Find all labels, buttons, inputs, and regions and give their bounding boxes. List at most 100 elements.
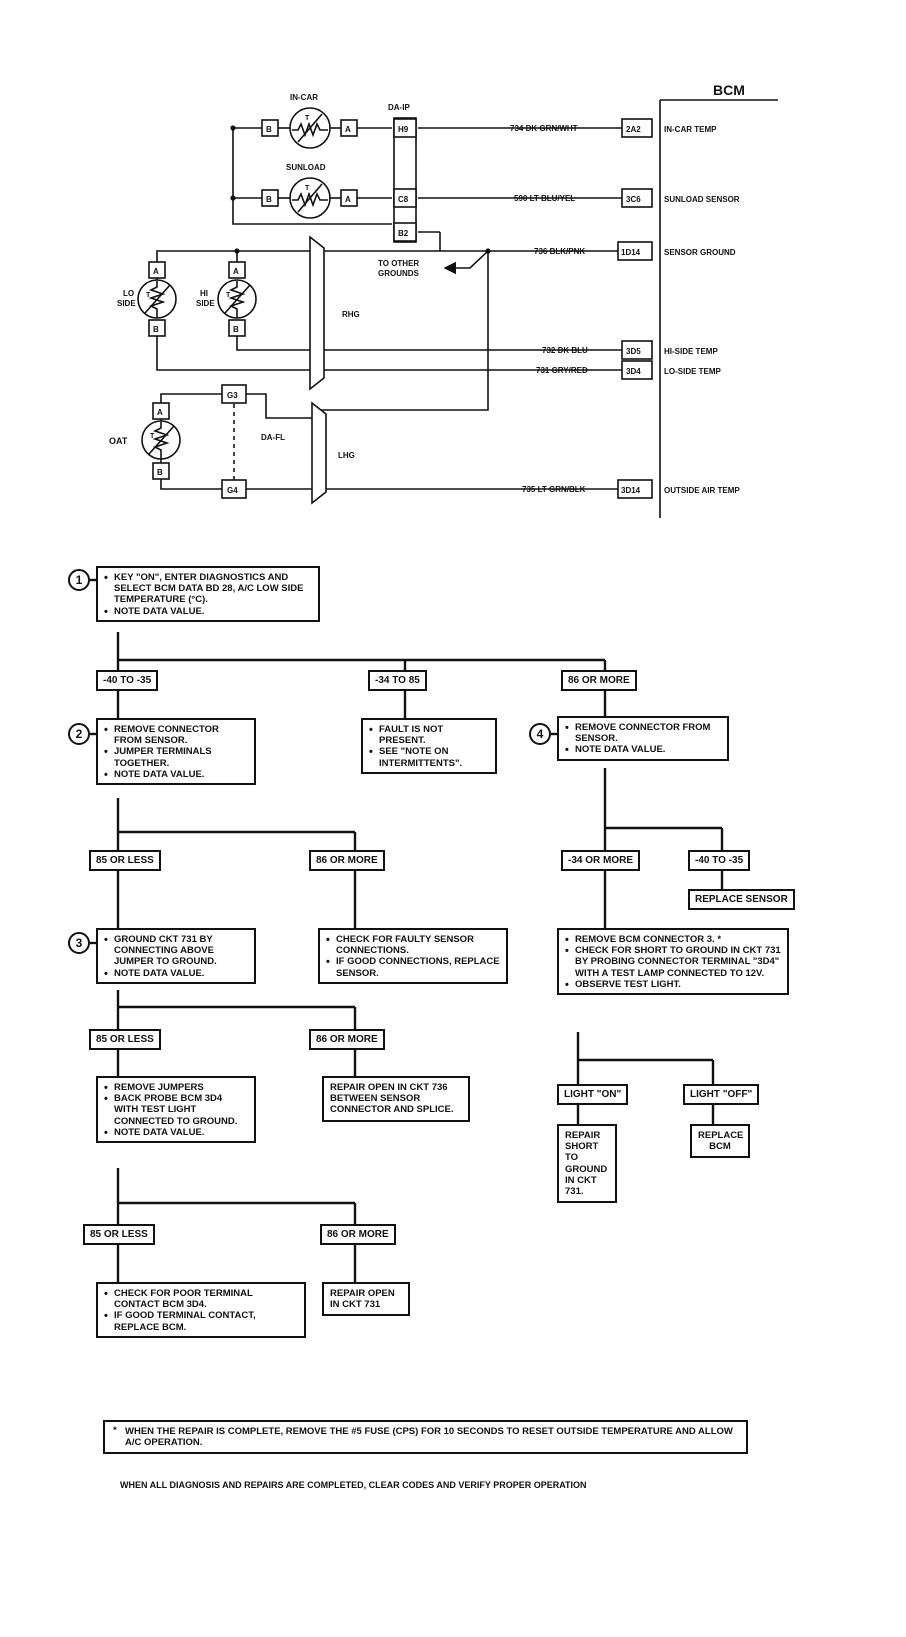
check-faulty-instruction: CHECK FOR FAULTY SENSOR CONNECTIONS.: [326, 934, 501, 956]
step-4-instruction: NOTE DATA VALUE.: [565, 744, 722, 757]
step-4-box: REMOVE CONNECTOR FROM SENSOR. NOTE DATA …: [557, 716, 729, 761]
function-label-ground: SENSOR GROUND: [664, 248, 736, 257]
pin-hiside-b: [228, 319, 246, 337]
footnote-box: * WHEN THE REPAIR IS COMPLETE, REMOVE TH…: [103, 1420, 748, 1455]
check-poor-contact-box: CHECK FOR POOR TERMINAL CONTACT BCM 3D4.…: [96, 1282, 306, 1338]
wire-ground-trunk: [312, 251, 489, 411]
connector-b2: [393, 222, 417, 242]
step-4-marker: 4: [529, 723, 551, 745]
connector-c8: [393, 188, 417, 208]
wire-label-734: 734 DK GRN/WHT: [510, 124, 578, 133]
pin-hiside-a: [228, 261, 246, 279]
check-faulty-instruction: IF GOOD CONNECTIONS, REPLACE SENSOR.: [326, 956, 501, 978]
range-85-or-less-box-3: 85 OR LESS: [83, 1224, 155, 1245]
pin-a: A: [157, 408, 163, 417]
fault-note: FAULT IS NOT PRESENT.: [369, 724, 490, 746]
check-poor-instruction: CHECK FOR POOR TERMINAL CONTACT BCM 3D4.: [104, 1288, 299, 1310]
wire-oat-b: [160, 477, 222, 490]
remove-bcm-instruction: OBSERVE TEST LIGHT.: [565, 979, 782, 992]
wire-label-731: 731 GRY/RED: [536, 366, 588, 375]
step-1-instruction: NOTE DATA VALUE.: [104, 606, 313, 619]
wire-oat-a: [160, 393, 222, 405]
bcm-label: BCM: [713, 82, 745, 98]
connector-dafl-label: DA-FL: [261, 433, 285, 442]
remove-jumpers-instruction: BACK PROBE BCM 3D4 WITH TEST LIGHT CONNE…: [104, 1093, 249, 1127]
wire-731: [156, 328, 622, 371]
step-3-instruction: NOTE DATA VALUE.: [104, 968, 249, 981]
connector-g4-label: G4: [227, 486, 238, 495]
sensor-hiside-label-2: SIDE: [196, 299, 215, 308]
range-mid-box: -34 TO 85: [368, 670, 427, 691]
remove-jumpers-instruction: NOTE DATA VALUE.: [104, 1127, 249, 1140]
connector-daip-label: DA-IP: [388, 103, 410, 112]
remove-jumpers-box: REMOVE JUMPERS BACK PROBE BCM 3D4 WITH T…: [96, 1076, 256, 1144]
step-2-box: REMOVE CONNECTOR FROM SENSOR. JUMPER TER…: [96, 718, 256, 786]
step-1-box: KEY "ON", ENTER DIAGNOSTICS AND SELECT B…: [96, 566, 320, 622]
function-label-sunload: SUNLOAD SENSOR: [664, 195, 740, 204]
connector-lhg-label: LHG: [338, 451, 355, 460]
wire-g3-ground: [246, 393, 312, 419]
step-2-instruction: REMOVE CONNECTOR FROM SENSOR.: [104, 724, 249, 746]
connector-g3: [221, 384, 247, 404]
terminal-label-3d4: 3D4: [626, 367, 641, 376]
range-40-to-35-box: -40 TO -35: [688, 850, 751, 871]
pin-a: A: [153, 267, 159, 276]
connector-rhg-label: RHG: [342, 310, 360, 319]
range-high-box: 86 OR MORE: [561, 670, 637, 691]
bcm-terminal-3c6: [621, 188, 653, 208]
pin-b: B: [266, 195, 272, 204]
wire-label-590: 590 LT BLU/YEL: [514, 194, 575, 203]
connector-rhg-body: [309, 235, 325, 391]
sensor-loside-label-2: SIDE: [117, 299, 136, 308]
connector-h9: [393, 118, 417, 138]
connector-b2-label: B2: [398, 229, 409, 238]
pin-a: A: [345, 195, 351, 204]
to-other-grounds-2: GROUNDS: [378, 269, 420, 278]
remove-jumpers-instruction: REMOVE JUMPERS: [104, 1082, 249, 1095]
remove-bcm-connector-box: REMOVE BCM CONNECTOR 3. * CHECK FOR SHOR…: [557, 928, 789, 996]
range-low-box: -40 TO -35: [96, 670, 159, 691]
bcm-terminal-3d4: [621, 360, 653, 380]
step-2-marker: 2: [68, 723, 90, 745]
sensor-loside-label-1: LO: [123, 289, 134, 298]
light-on-box: LIGHT "ON": [557, 1084, 629, 1105]
repair-open-731-box: REPAIR OPEN IN CKT 731: [322, 1282, 410, 1317]
sensor-incar-label: IN-CAR: [290, 93, 318, 102]
footnote-marker: *: [113, 1425, 117, 1436]
wiring-schematic: BCM IN-CAR SUNLOAD DA-IP LO SIDE HI SIDE…: [109, 82, 778, 518]
check-faulty-connections-box: CHECK FOR FAULTY SENSOR CONNECTIONS. IF …: [318, 928, 508, 984]
step-2-instruction: JUMPER TERMINALS TOGETHER.: [104, 746, 249, 768]
pin-b: B: [157, 468, 163, 477]
terminal-label-2a2: 2A2: [626, 125, 641, 134]
remove-bcm-instruction: REMOVE BCM CONNECTOR 3. *: [565, 934, 782, 947]
terminal-label-3d14: 3D14: [621, 486, 641, 495]
pin-t: T: [226, 292, 231, 299]
step-1-instruction: KEY "ON", ENTER DIAGNOSTICS AND SELECT B…: [104, 572, 313, 606]
step-3-instruction: GROUND CKT 731 BY CONNECTING ABOVE JUMPE…: [104, 934, 249, 968]
step-3-box: GROUND CKT 731 BY CONNECTING ABOVE JUMPE…: [96, 928, 256, 984]
pin-b: B: [233, 325, 239, 334]
step-4-instruction: REMOVE CONNECTOR FROM SENSOR.: [565, 722, 722, 744]
sensor-oat-label: OAT: [109, 436, 128, 446]
check-poor-instruction: IF GOOD TERMINAL CONTACT, REPLACE BCM.: [104, 1310, 299, 1332]
bcm-terminal-3d14: [617, 479, 653, 499]
remove-bcm-instruction: CHECK FOR SHORT TO GROUND IN CKT 731 BY …: [565, 945, 782, 979]
light-off-box: LIGHT "OFF": [683, 1084, 760, 1105]
wire-label-736: 736 BLK/PNK: [534, 247, 585, 256]
range-86-or-more-box: 86 OR MORE: [309, 850, 385, 871]
pin-t: T: [305, 185, 310, 192]
wire-incar-bus: [232, 127, 392, 225]
fault-note: SEE "NOTE ON INTERMITTENTS".: [369, 746, 490, 768]
step-3-marker: 3: [68, 932, 90, 954]
final-instruction: WHEN ALL DIAGNOSIS AND REPAIRS ARE COMPL…: [120, 1480, 587, 1490]
pin-a: A: [345, 125, 351, 134]
connector-daip-body: [393, 117, 417, 243]
connector-lhg-body: [311, 401, 327, 505]
repair-open-736-box: REPAIR OPEN IN CKT 736 BETWEEN SENSOR CO…: [322, 1076, 470, 1122]
replace-sensor-box: REPLACE SENSOR: [688, 889, 795, 910]
pin-b: B: [153, 325, 159, 334]
pin-t: T: [146, 292, 151, 299]
function-label-loside: LO-SIDE TEMP: [664, 367, 722, 376]
pin-a: A: [233, 267, 239, 276]
